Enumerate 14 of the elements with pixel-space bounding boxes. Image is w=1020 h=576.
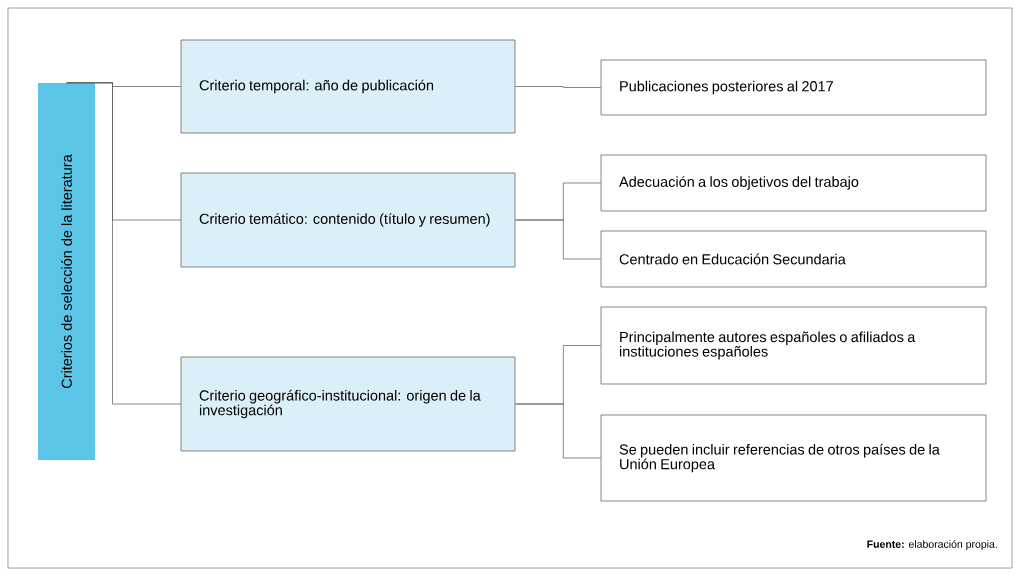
- connector-line: [515, 403, 601, 459]
- detail-box: Principalmente autores españoles o afiliados a instituciones españoles: [600, 306, 987, 385]
- detail-box: Se pueden incluir referencias de otros países de la Unión Europea: [600, 414, 987, 502]
- detail-box: Publicaciones posteriores al 2017: [600, 59, 987, 116]
- connector-line: [515, 86, 601, 88]
- criterion-box: Criterio geográfico-institucional: origen de la investigación: [180, 356, 516, 452]
- connector-line: [66, 82, 181, 405]
- source-note: Fuente: elaboración propia.: [867, 540, 997, 550]
- connector-line: [515, 219, 601, 260]
- criterion-box: Criterio temático: contenido (título y resumen): [180, 172, 516, 268]
- detail-box: Centrado en Educación Secundaria: [600, 230, 987, 288]
- criterion-box: Criterio temporal: año de publicación: [180, 39, 516, 134]
- title-box: Criterios de selección de la literatura: [38, 83, 95, 460]
- detail-box: Adecuación a los objetivos del trabajo: [600, 154, 987, 212]
